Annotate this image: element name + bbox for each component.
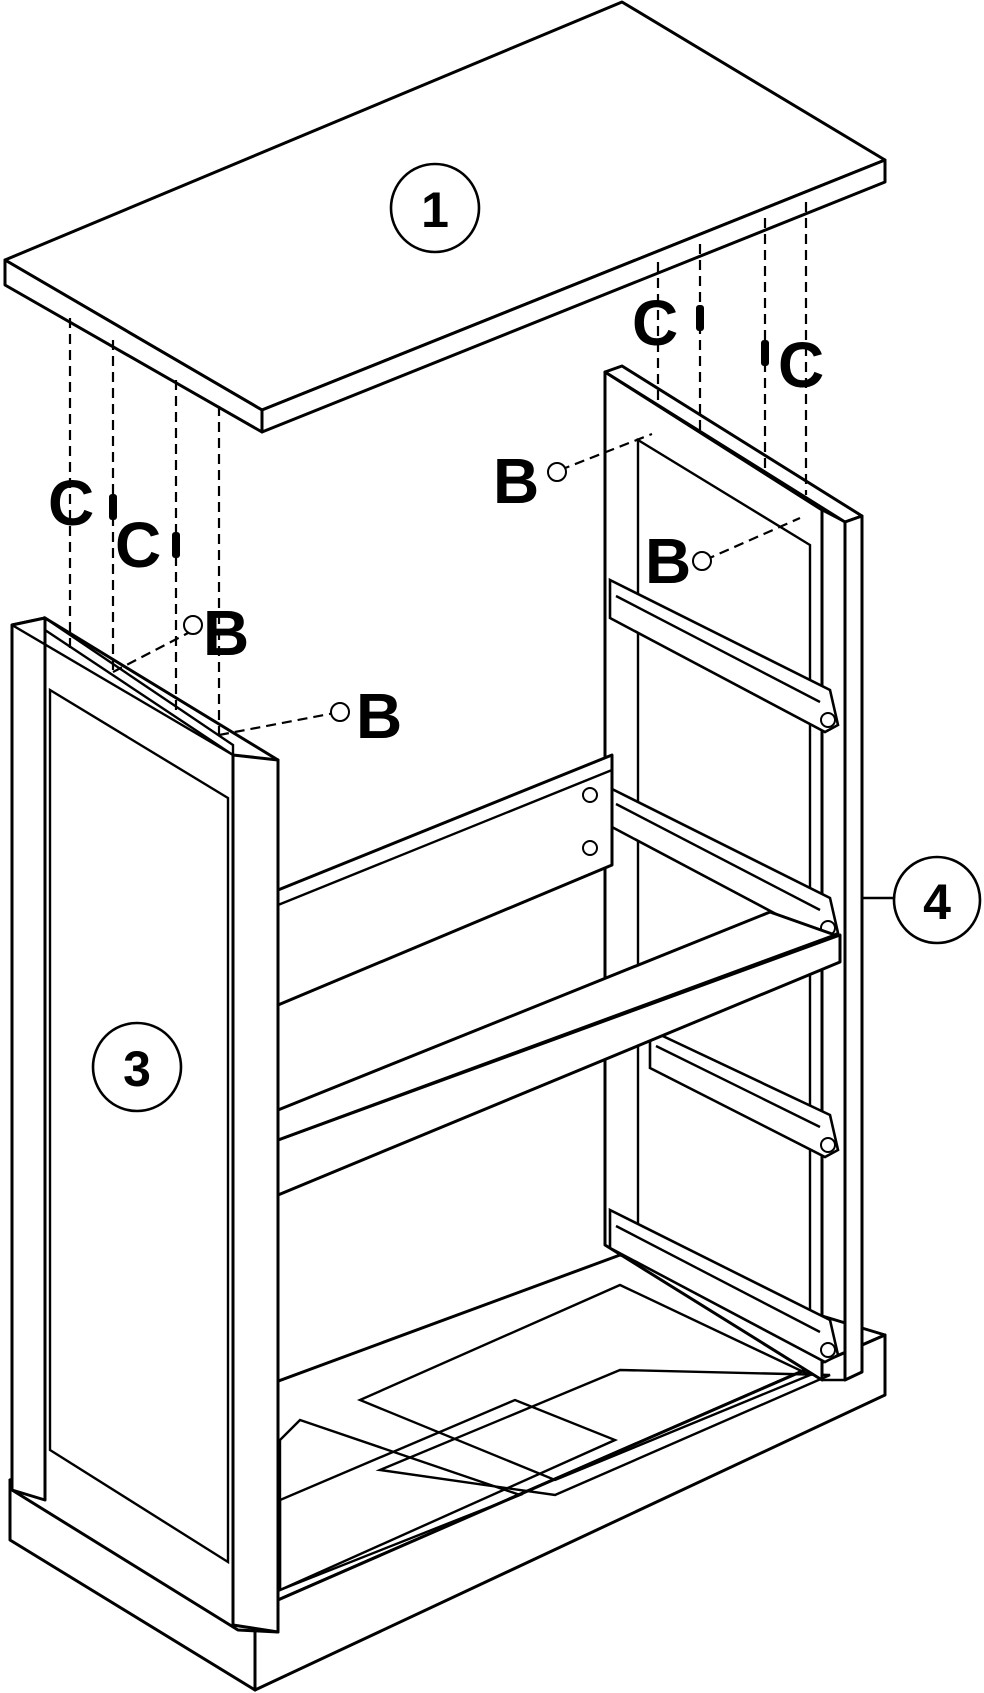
drawer-slides: [608, 577, 840, 1364]
cam-bolt-icon: [761, 340, 769, 366]
cam-lock-icon: [330, 702, 350, 722]
label-b: B: [356, 680, 402, 752]
label-b: B: [645, 525, 691, 597]
part-number: 4: [923, 874, 951, 930]
label-c: C: [115, 509, 161, 581]
part-callout-1: 1: [389, 162, 481, 254]
cam-bolts: [109, 305, 769, 558]
back-rail: [276, 753, 614, 1007]
left-side-panel: [10, 615, 280, 1634]
part-number: 1: [421, 182, 449, 238]
part-callout-4: 4: [862, 855, 982, 945]
hardware-labels: C C C C B B B B: [48, 287, 824, 752]
cam-bolt-icon: [172, 532, 180, 558]
drawer-slide: [608, 577, 840, 734]
drawer-slide: [608, 1207, 840, 1364]
cam-locks: [183, 462, 712, 722]
cam-lock-icon: [692, 551, 712, 571]
part-callout-3: 3: [91, 1021, 183, 1113]
label-c: C: [632, 287, 678, 359]
cam-lock-icon: [183, 615, 203, 635]
label-b: B: [203, 597, 249, 669]
part-number: 3: [123, 1041, 151, 1097]
cam-lock-icon: [547, 462, 567, 482]
label-c: C: [778, 329, 824, 401]
label-b: B: [493, 445, 539, 517]
cam-bolt-icon: [696, 305, 704, 331]
drawer-slide: [648, 1027, 840, 1159]
cam-bolt-icon: [109, 494, 117, 520]
label-c: C: [48, 467, 94, 539]
